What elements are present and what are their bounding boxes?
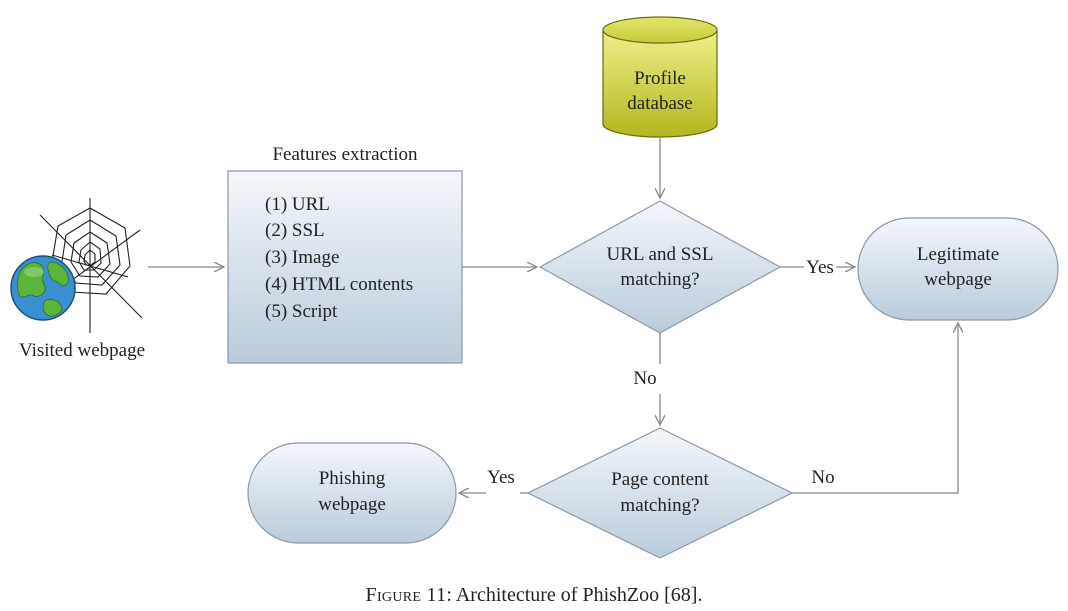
figure-caption: Figure 11: Architecture of PhishZoo [68]… (0, 584, 1068, 607)
phishing-line2: webpage (318, 494, 386, 515)
features-list: (1) URL (2) SSL (3) Image (4) HTML conte… (265, 194, 413, 322)
profile-database: Profile database (602, 16, 718, 138)
legitimate-line1: Legitimate (917, 244, 999, 265)
edge-label-yes-left: Yes (487, 467, 515, 488)
legitimate-line2: webpage (924, 269, 992, 290)
url-ssl-line1: URL and SSL (607, 244, 714, 265)
caption-text: : Architecture of PhishZoo [68]. (446, 584, 703, 606)
web-globe-icon (10, 198, 143, 333)
edge-label-no-down: No (633, 368, 656, 389)
feature-item: (2) SSL (265, 220, 325, 241)
feature-item: (3) Image (265, 247, 339, 268)
edge-label-no-right: No (811, 467, 834, 488)
edge-label-yes-top: Yes (806, 257, 834, 278)
feature-item: (4) HTML contents (265, 274, 413, 295)
features-box (227, 170, 463, 364)
arrow-page-no (792, 323, 958, 494)
feature-item: (1) URL (265, 194, 330, 215)
phishing-line1: Phishing (319, 468, 386, 489)
features-title: Features extraction (272, 144, 418, 165)
architecture-diagram: Visited webpage Features extraction (1) … (10, 16, 1059, 559)
page-content-line2: matching? (620, 495, 699, 516)
visited-webpage-label: Visited webpage (19, 340, 145, 361)
page-content-decision (526, 427, 794, 559)
feature-item: (5) Script (265, 301, 338, 322)
url-ssl-line2: matching? (620, 269, 699, 290)
phishing-terminal (247, 442, 457, 544)
database-label-line1: Profile (634, 68, 686, 89)
legitimate-terminal (857, 217, 1059, 321)
caption-figure-number: Figure 11 (365, 584, 447, 606)
page-content-line1: Page content (611, 469, 709, 490)
url-ssl-decision (538, 200, 782, 334)
database-label-line2: database (627, 93, 692, 114)
